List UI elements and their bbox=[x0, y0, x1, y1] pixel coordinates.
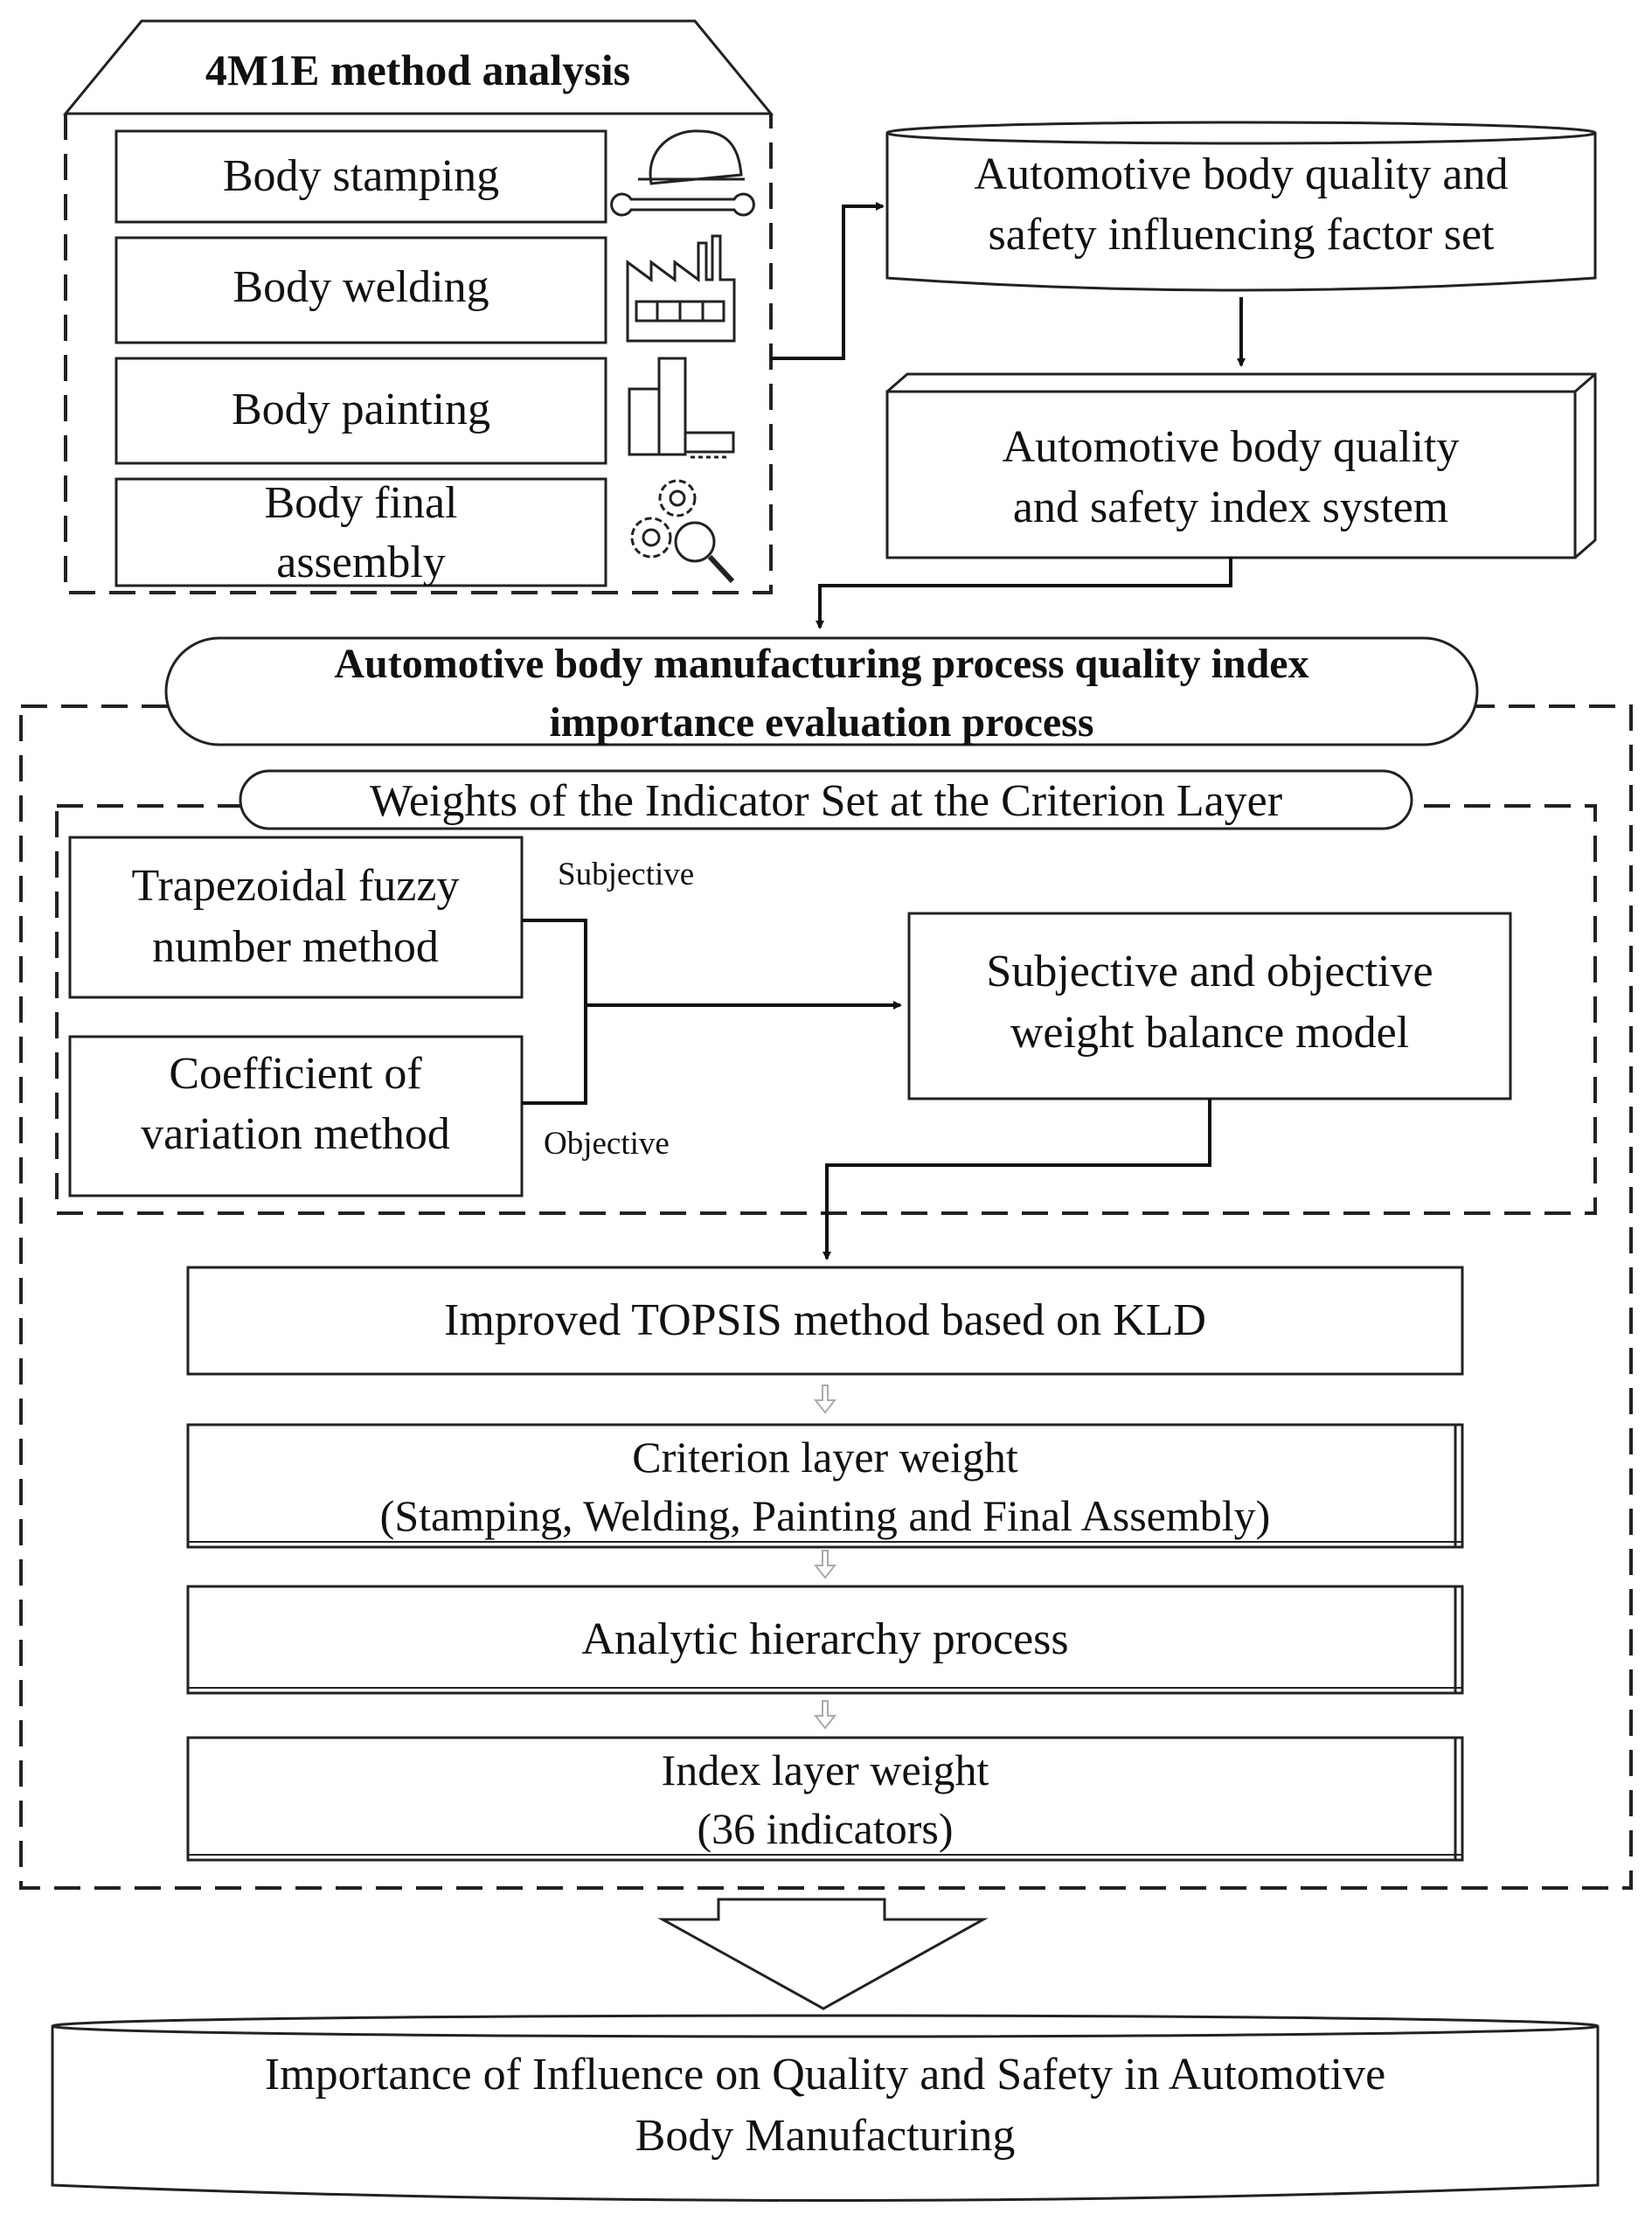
trapezoidal-label-2: number method bbox=[152, 922, 439, 972]
balance-model-label-2: weight balance model bbox=[1010, 1008, 1409, 1058]
result-cylinder-top bbox=[51, 2014, 1600, 2038]
criterion-weights-title-pill bbox=[239, 769, 1413, 830]
body-painting-box bbox=[115, 357, 607, 465]
trapezoidal-box bbox=[68, 836, 524, 999]
coefficient-label-2: variation method bbox=[141, 1109, 450, 1159]
paint-booth-icon bbox=[628, 357, 735, 459]
arrow-panel-to-factor-set bbox=[771, 202, 885, 360]
coefficient-label-1: Coefficient of bbox=[169, 1049, 422, 1099]
ahp-box bbox=[186, 1585, 1464, 1695]
topsis-label: Improved TOPSIS method based on KLD bbox=[444, 1295, 1206, 1345]
result-node: Importance of Influence on Quality and S… bbox=[51, 2014, 1600, 2202]
hollow-arrow-2 bbox=[813, 1550, 837, 1579]
evaluation-title-2: importance evaluation process bbox=[549, 699, 1093, 746]
index-system-label-2: and safety index system bbox=[1013, 482, 1448, 532]
factor-set-label-1: Automotive body quality and bbox=[975, 149, 1509, 199]
factor-set-node: Automotive body quality and safety influ… bbox=[885, 121, 1597, 292]
trapezoidal-label-1: Trapezoidal fuzzy bbox=[132, 861, 460, 911]
method-panel-frame bbox=[64, 114, 773, 594]
criterion-layer-label-1: Criterion layer weight bbox=[632, 1433, 1018, 1482]
arrow-index-system-to-evaluation bbox=[816, 558, 1232, 629]
index-system-box bbox=[885, 390, 1577, 559]
factor-set-cylinder bbox=[885, 133, 1597, 292]
body-final-assembly-label-1: Body final bbox=[265, 478, 458, 528]
balance-model-label-1: Subjective and objective bbox=[986, 947, 1433, 996]
connector-objective bbox=[522, 1005, 587, 1105]
body-final-assembly-box bbox=[115, 477, 607, 587]
index-system-label-1: Automotive body quality bbox=[1003, 422, 1460, 472]
gear-search-icon bbox=[630, 479, 735, 584]
index-system-node: Automotive body quality and safety index… bbox=[885, 372, 1597, 559]
connector-subjective bbox=[522, 919, 587, 1005]
method-panel-roof bbox=[62, 19, 774, 115]
evaluation-title-pill bbox=[164, 636, 1479, 746]
body-stamping-box bbox=[115, 129, 607, 224]
factor-set-cylinder-top bbox=[885, 121, 1597, 145]
factory-icon bbox=[626, 234, 736, 343]
subjective-label: Subjective bbox=[558, 857, 694, 892]
coefficient-box bbox=[68, 1035, 524, 1197]
result-cylinder bbox=[51, 2026, 1600, 2202]
objective-label: Objective bbox=[544, 1126, 670, 1162]
body-welding-label: Body welding bbox=[233, 262, 489, 312]
car-wrench-icon bbox=[610, 129, 755, 217]
criterion-layer-box bbox=[186, 1423, 1464, 1549]
hollow-arrow-1 bbox=[813, 1385, 837, 1414]
criterion-layer-label-2: (Stamping, Welding, Painting and Final A… bbox=[380, 1491, 1271, 1540]
topsis-box bbox=[186, 1266, 1464, 1376]
result-label-1: Importance of Influence on Quality and S… bbox=[265, 2050, 1385, 2100]
ahp-label: Analytic hierarchy process bbox=[581, 1614, 1068, 1664]
index-layer-label-2: (36 indicators) bbox=[698, 1804, 954, 1853]
result-label-2: Body Manufacturing bbox=[635, 2111, 1016, 2161]
hollow-arrow-3 bbox=[813, 1700, 837, 1730]
method-panel: 4M1E method analysis Body stamping Body … bbox=[62, 19, 774, 594]
body-painting-label: Body painting bbox=[232, 385, 490, 434]
body-stamping-label: Body stamping bbox=[223, 151, 499, 201]
balance-model-box bbox=[907, 912, 1512, 1100]
arrow-balance-to-topsis bbox=[823, 1099, 1211, 1260]
body-final-assembly-label-2: assembly bbox=[276, 538, 446, 587]
evaluation-title-1: Automotive body manufacturing process qu… bbox=[334, 641, 1308, 687]
index-layer-label-1: Index layer weight bbox=[662, 1746, 989, 1794]
body-welding-box bbox=[115, 236, 607, 344]
factor-set-label-2: safety influencing factor set bbox=[989, 210, 1496, 260]
method-panel-title: 4M1E method analysis bbox=[205, 45, 630, 94]
index-layer-box bbox=[186, 1736, 1464, 1862]
criterion-weights-title: Weights of the Indicator Set at the Crit… bbox=[370, 776, 1282, 826]
big-down-arrow bbox=[657, 1898, 989, 2010]
